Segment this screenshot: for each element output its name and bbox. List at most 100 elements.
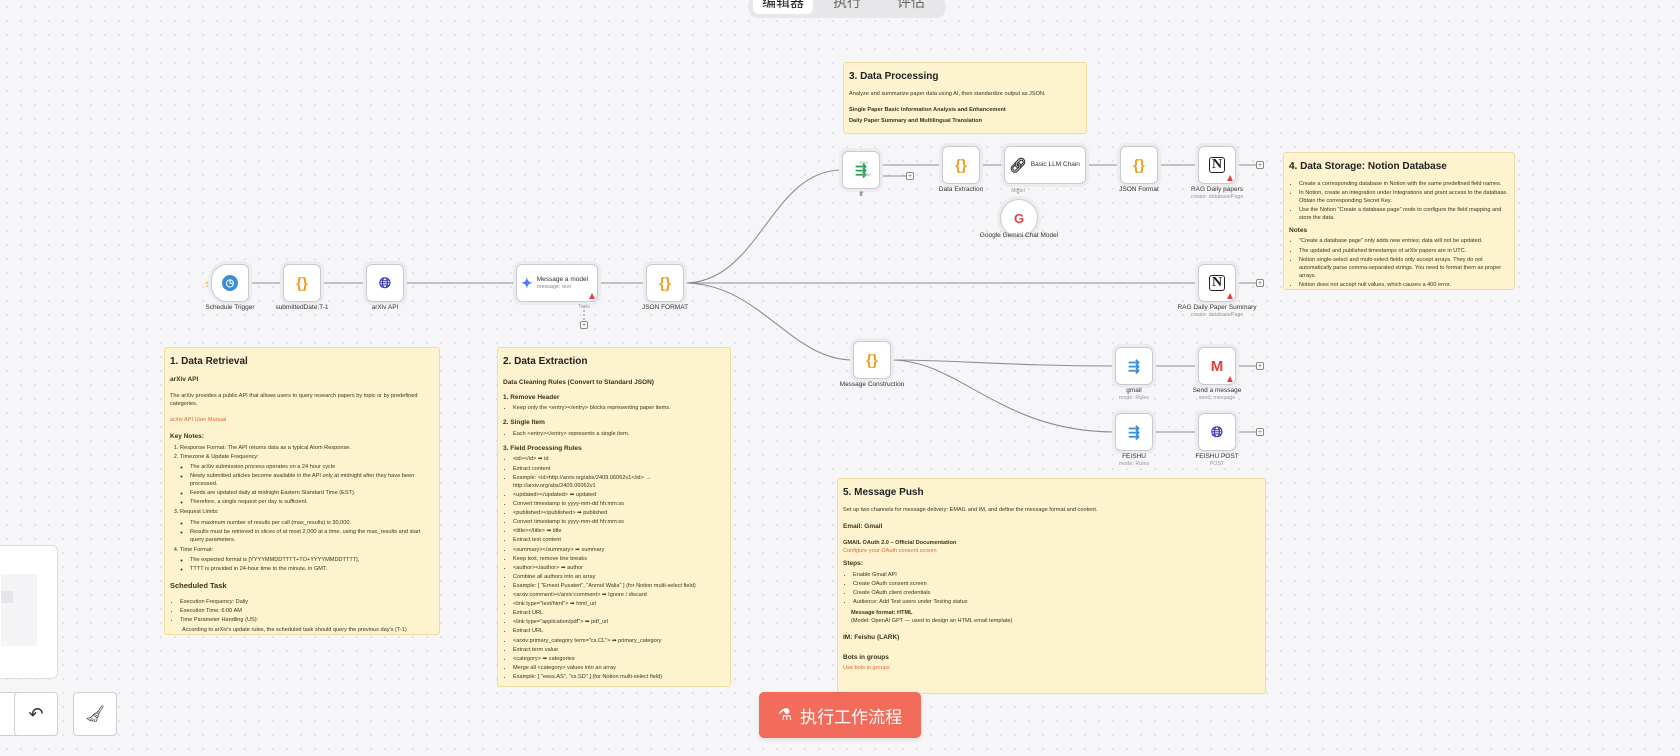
note-item: <published></published> ➡ published	[513, 509, 725, 517]
node-label: JSON FORMAT	[641, 304, 689, 311]
node-arxiv-api[interactable]: 🌐︎	[366, 264, 404, 302]
undo-icon: ↶	[28, 703, 44, 724]
add-node-button[interactable]: +	[906, 172, 914, 180]
node-rag-daily-paper-summary[interactable]: N	[1198, 264, 1236, 302]
note-item: Example: <id>http://arxiv.org/abs/2409.0…	[513, 474, 725, 490]
note-item: <title></title> ➡ title	[513, 527, 725, 535]
edge-json-if	[683, 169, 843, 284]
note-item: Request Limits: The maximum number of re…	[180, 508, 434, 543]
gmail-icon: M	[1210, 357, 1224, 375]
note-subitem: Feeds are updated daily at midnight East…	[190, 489, 434, 497]
code-braces-icon: {}	[296, 274, 308, 292]
arxiv-manual-link[interactable]: arXiv API User Manual	[170, 417, 227, 424]
node-message-construction[interactable]: {}	[853, 341, 891, 379]
clock-icon: ◷	[222, 275, 238, 291]
sticky-note-data-retrieval[interactable]: 1. Data Retrieval arXiv API The arXiv pr…	[164, 347, 440, 635]
node-send-message[interactable]: M	[1198, 347, 1236, 385]
sticky-note-data-storage[interactable]: 4. Data Storage: Notion Database Create …	[1283, 152, 1515, 290]
node-if[interactable]: ⇶	[842, 151, 880, 189]
note-section-list: Each <entry></entry> represents a single…	[503, 430, 725, 438]
node-feishu-post[interactable]: 🌐︎	[1198, 413, 1236, 451]
add-node-button[interactable]: +	[1256, 161, 1264, 169]
note-item: "Create a database page" only adds new e…	[1299, 237, 1509, 245]
note-item: Execution Frequency: Daily	[180, 598, 434, 606]
node-label: Data Extraction	[938, 186, 984, 193]
code-braces-icon: {}	[1133, 156, 1145, 174]
node-label: gmail mode: Rules	[1089, 387, 1179, 401]
note-item: Merge all <category> values into an arra…	[513, 664, 725, 672]
node-subtitle: POST	[1209, 460, 1225, 467]
undo-button[interactable]: ↶	[14, 692, 58, 736]
node-feishu-switch[interactable]: ⇶	[1115, 413, 1153, 451]
tab-editor[interactable]: 编辑器	[753, 0, 813, 14]
node-title: Basic LLM Chain	[1030, 161, 1080, 169]
note-section-heading: 3. Field Processing Rules	[503, 444, 582, 452]
node-title: FEISHU	[1122, 453, 1146, 460]
node-json-format-2[interactable]: {}	[1120, 146, 1158, 184]
node-label: Message Construction	[839, 381, 905, 388]
add-node-button[interactable]: +	[1256, 428, 1264, 436]
node-subtitle: message: text	[536, 283, 571, 290]
note-subtitle: Notes	[1289, 227, 1308, 235]
note-item: Extract URL	[513, 627, 725, 635]
note-item: The updated and published timestamps of …	[1299, 247, 1509, 255]
note-item: Enable Gmail API	[853, 571, 1260, 579]
sticky-note-data-processing[interactable]: 3. Data Processing Analyze and summarize…	[843, 62, 1087, 134]
node-rag-daily-papers[interactable]: N	[1198, 146, 1236, 184]
add-node-button[interactable]: +	[1256, 279, 1264, 287]
note-item: Example: [ "eess.AS", "cs.SD" ] (for Not…	[513, 673, 725, 681]
add-tool-button[interactable]: +	[580, 321, 588, 329]
note-subtitle: Steps:	[843, 560, 863, 568]
add-node-button[interactable]: +	[1256, 362, 1264, 370]
node-google-gemini-chat-model[interactable]: G	[1000, 199, 1038, 237]
tidy-up-button[interactable]: 🧹︎	[73, 692, 117, 736]
globe-icon: 🌐︎	[378, 274, 391, 292]
node-label: If	[859, 191, 863, 198]
note-text: GMAIL OAuth 2.0 – Official Documentation	[843, 540, 957, 547]
node-submitted-date[interactable]: {}	[283, 264, 321, 302]
node-json-format[interactable]: {}	[646, 264, 684, 302]
node-title: Send a message	[1192, 387, 1242, 394]
note-item: Convert timestamp to yyyy-mm-dd hh:mm:ss	[513, 500, 725, 508]
note-item: Notion single-select and multi-select fi…	[1299, 256, 1509, 280]
code-braces-icon: {}	[955, 156, 967, 174]
note-intro: The arXiv provides a public API that all…	[170, 392, 418, 408]
node-schedule-trigger[interactable]: ◷	[211, 264, 249, 302]
node-label: FEISHU POST POST	[1172, 453, 1262, 467]
note-subitem: The maximum number of results per call (…	[190, 519, 434, 527]
warning-icon	[1227, 376, 1233, 382]
sticky-note-message-push[interactable]: 5. Message Push Set up two channels for …	[837, 478, 1266, 694]
note-sections: 1. Remove HeaderKeep only the <entry></e…	[503, 393, 725, 686]
note-item: Create OAuth consent screen	[853, 580, 1260, 588]
note-item: Use the Notion "Create a database page" …	[1299, 206, 1509, 222]
note-subtitle: Data Cleaning Rules (Convert to Standard…	[503, 378, 654, 386]
note-title: 3. Data Processing	[849, 71, 939, 82]
note-item: Keep only the <entry></entry> blocks rep…	[513, 404, 725, 412]
node-label: JSON Format	[1119, 186, 1159, 193]
node-label: Send a message send: message	[1172, 387, 1262, 401]
if-true-label: true	[860, 160, 868, 165]
tools-handle-label: Tools	[578, 304, 590, 310]
node-title: gmail	[1126, 387, 1142, 394]
execute-workflow-button[interactable]: ⚗︎ 执行工作流程	[759, 692, 921, 738]
bots-in-groups-link[interactable]: Use bots in groups	[843, 665, 890, 672]
node-subtitle: mode: Rules	[1118, 460, 1150, 467]
flask-icon: ⚗︎	[777, 707, 793, 724]
oauth-consent-link[interactable]: Configure your OAuth consent screen	[843, 548, 937, 555]
tab-evaluations[interactable]: 评估	[897, 0, 925, 10]
node-data-extraction[interactable]: {}	[942, 146, 980, 184]
sticky-note-data-extraction[interactable]: 2. Data Extraction Data Cleaning Rules (…	[497, 347, 731, 687]
node-gmail-switch[interactable]: ⇶	[1115, 347, 1153, 385]
note-item: <updated></updated> ➡ updated	[513, 491, 725, 499]
node-basic-llm-chain[interactable]: 🔗︎ Basic LLM Chain	[1004, 146, 1086, 184]
note-subtitle: Scheduled Task	[170, 581, 227, 591]
note-subtitle: Key Notes:	[170, 433, 204, 441]
node-message-model[interactable]: ✦ Message a model message: text	[516, 264, 598, 302]
node-title: RAG Daily papers	[1190, 186, 1244, 193]
note-subitem: Therefore, a single request per day is s…	[190, 498, 434, 506]
note-item: Execution Time: 6:00 AM	[180, 607, 434, 615]
tab-executions[interactable]: 执行	[833, 0, 861, 10]
note-item: Create OAuth client credentials	[853, 589, 1260, 597]
switch-icon: ⇶	[1128, 357, 1140, 374]
